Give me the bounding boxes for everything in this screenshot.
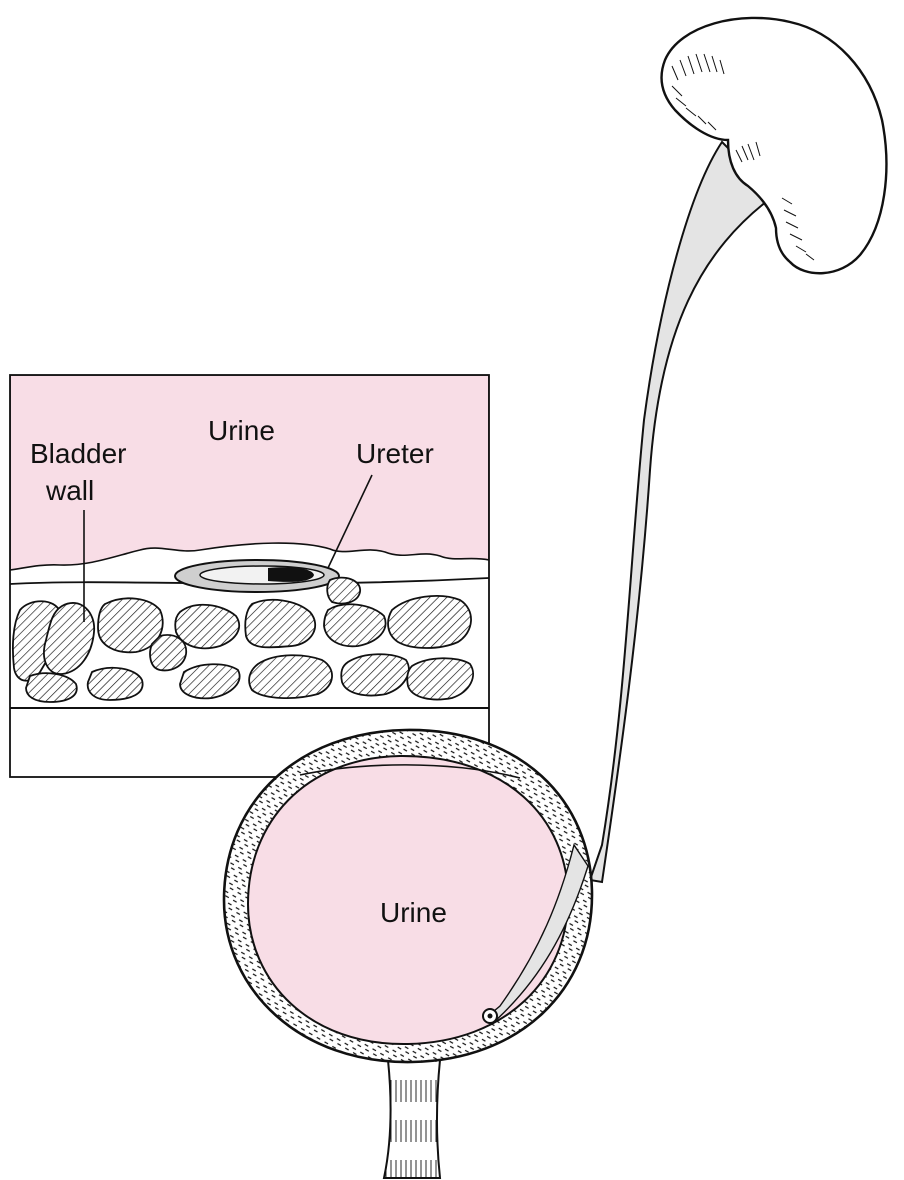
bladder: Urine	[224, 730, 592, 1178]
inset-label-urine: Urine	[208, 415, 275, 446]
inset-label-bladder-wall-line2: wall	[45, 475, 94, 506]
inset-urine-region	[10, 375, 489, 570]
inset-panel: Urine Bladder wall Ureter	[10, 375, 489, 777]
ureteral-orifice-center	[488, 1014, 493, 1019]
urethra	[384, 1060, 440, 1178]
ureter-tube	[590, 142, 775, 882]
kidney-ureter	[590, 18, 886, 882]
inset-label-ureter: Ureter	[356, 438, 434, 469]
bladder-label-urine: Urine	[380, 897, 447, 928]
inset-label-bladder-wall-line1: Bladder	[30, 438, 127, 469]
